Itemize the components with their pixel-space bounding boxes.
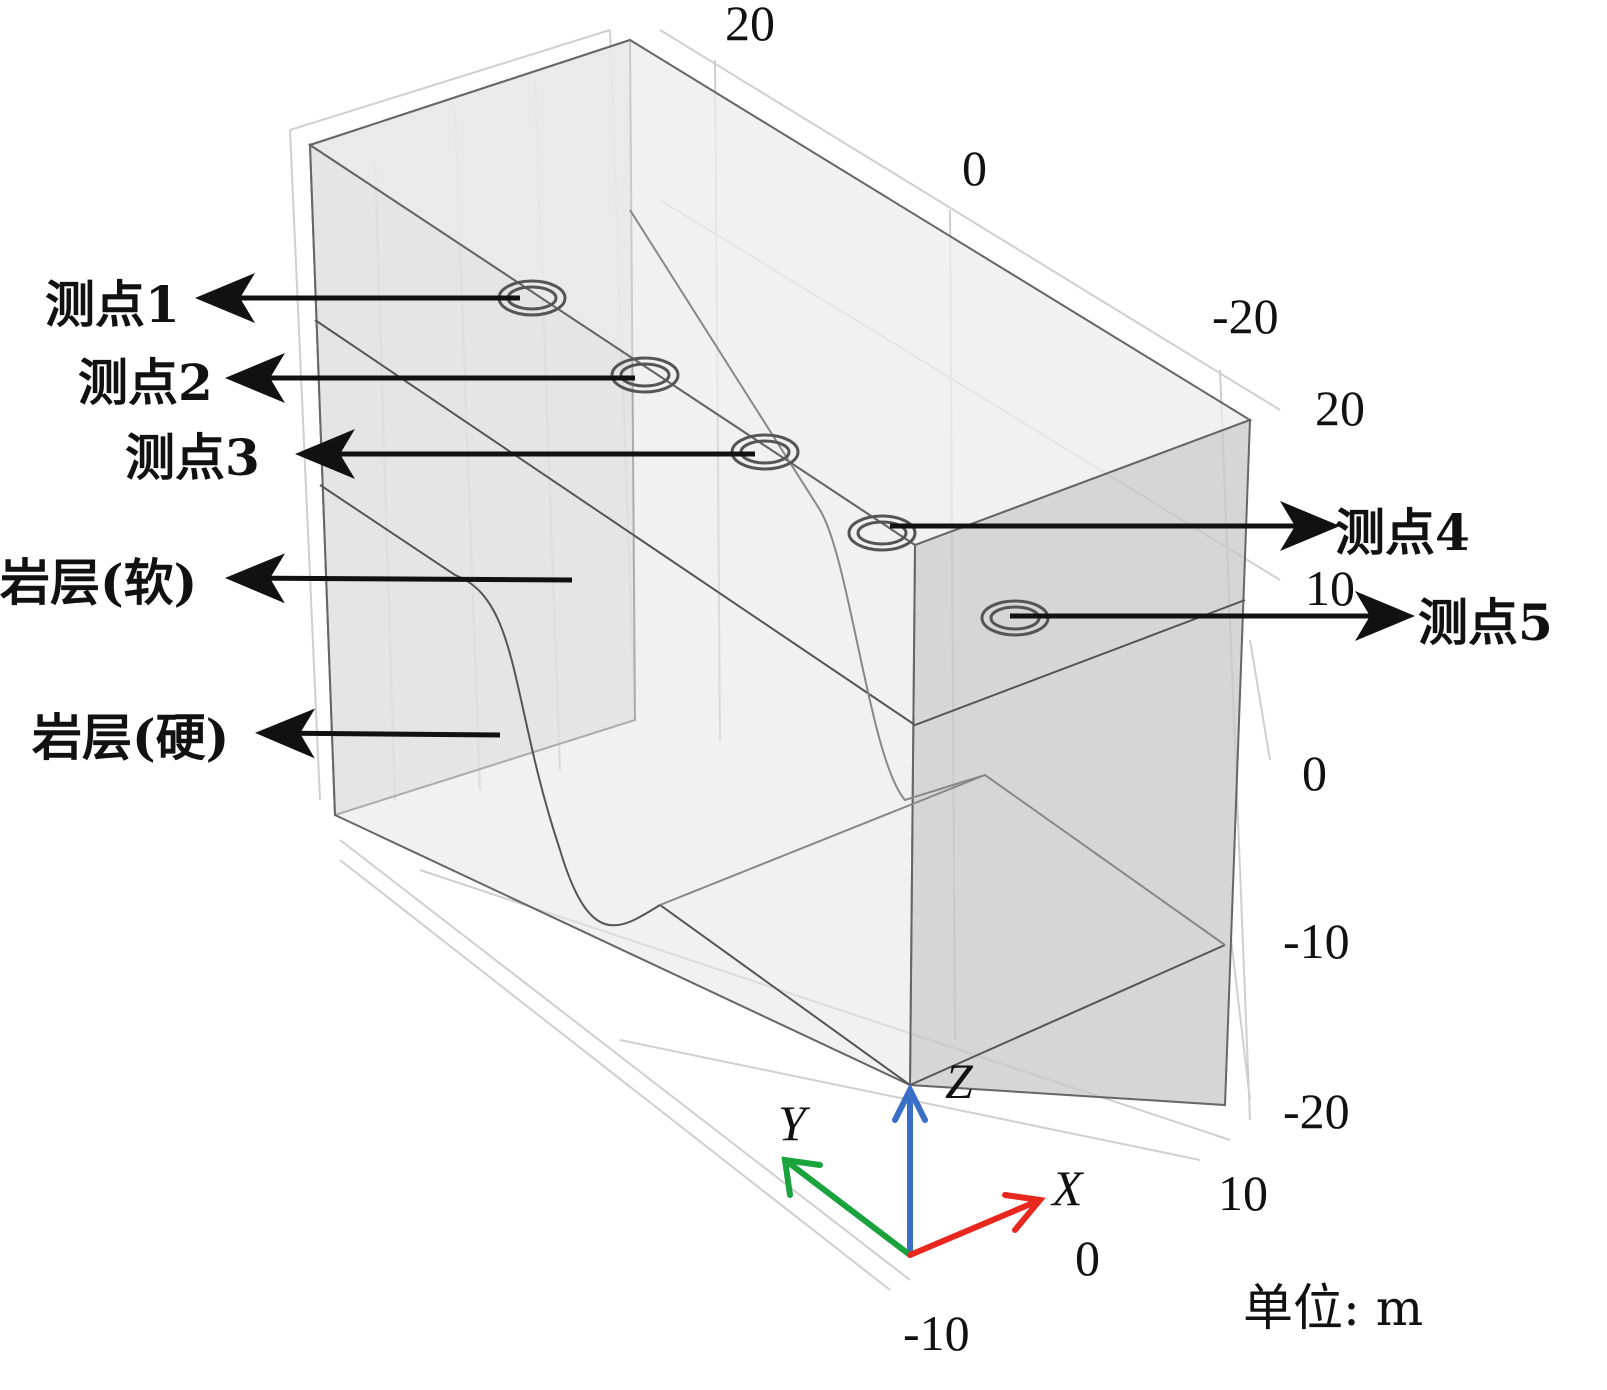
x-axis-arrow — [907, 1192, 1046, 1258]
z-axis-label: Z — [945, 1053, 974, 1109]
tick-x-10: 10 — [1218, 1165, 1268, 1221]
y-axis-arrow — [781, 1156, 913, 1258]
tick-z-neg20: -20 — [1283, 1083, 1350, 1139]
coordinate-triad — [781, 1083, 1046, 1258]
label-point-4: 测点4 — [1335, 503, 1470, 562]
point-4-marker — [847, 514, 917, 552]
tick-top-neg20: -20 — [1212, 288, 1279, 344]
x-axis-label: X — [1050, 1160, 1085, 1216]
callout-arrows — [195, 273, 1415, 759]
tick-y-10: 10 — [1305, 560, 1355, 616]
tick-x-neg10: -10 — [903, 1305, 970, 1361]
label-point-1: 测点1 — [45, 275, 180, 334]
tick-x-0: 0 — [1075, 1230, 1100, 1286]
label-hard-layer: 岩层(硬) — [32, 708, 229, 767]
z-axis-arrow — [892, 1083, 928, 1258]
label-point-5: 测点5 — [1418, 593, 1553, 652]
y-axis-label: Y — [778, 1095, 811, 1151]
label-point-3: 测点3 — [125, 428, 260, 487]
tick-z-0: 0 — [1302, 745, 1327, 801]
tick-top-20: 20 — [725, 0, 775, 51]
point-2-marker — [610, 356, 680, 394]
label-soft-layer: 岩层(软) — [0, 553, 197, 612]
tick-top-0: 0 — [962, 140, 987, 196]
tick-y-20: 20 — [1315, 380, 1365, 436]
unit-label: 单位: m — [1243, 1279, 1423, 1337]
label-point-2: 测点2 — [78, 353, 213, 412]
tick-z-neg10: -10 — [1283, 913, 1350, 969]
